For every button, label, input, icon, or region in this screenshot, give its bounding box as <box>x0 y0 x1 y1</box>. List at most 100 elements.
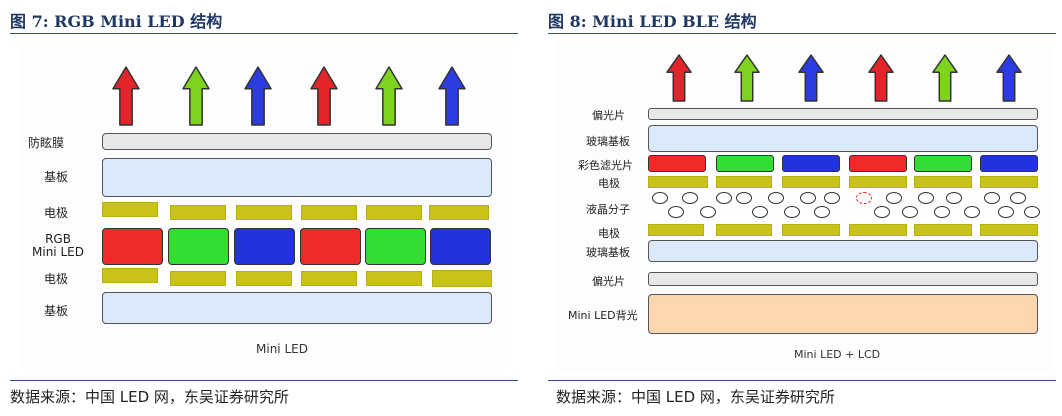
electrode-top-1 <box>170 205 226 220</box>
title-underline-right <box>548 33 1056 34</box>
caption-mini-led: Mini LED <box>256 342 308 356</box>
liquid-crystal-molecule <box>998 206 1014 218</box>
source-rule-left <box>10 380 518 381</box>
liquid-crystal-molecule <box>1024 206 1040 218</box>
liquid-crystal-molecule <box>1010 192 1026 204</box>
label-glass-top: 玻璃基板 <box>586 135 630 148</box>
color-filter-cell-1 <box>716 155 774 172</box>
electrode-right-top-2 <box>782 176 840 188</box>
rgb-led-chip-3 <box>300 228 361 265</box>
title-underline <box>10 33 518 34</box>
liquid-crystal-molecule <box>934 206 950 218</box>
source-rule-right <box>548 380 1056 381</box>
liquid-crystal-molecule <box>886 192 902 204</box>
liquid-crystal-molecule <box>800 192 816 204</box>
source-right: 数据来源：中国 LED 网，东吴证券研究所 <box>556 388 835 406</box>
up-arrow-right-0 <box>666 54 692 102</box>
rgb-mini-led-diagram: 防眩膜 基板 电极 RGB Mini LED 电极 基板 Mini LED <box>20 48 510 370</box>
rgb-led-chip-2 <box>234 228 295 265</box>
rgb-led-chip-0 <box>102 228 163 265</box>
label-polarizer-top: 偏光片 <box>592 109 625 122</box>
up-arrow-right-5 <box>996 54 1022 102</box>
liquid-crystal-molecule <box>856 192 872 204</box>
label-rgb-mini-led: RGB Mini LED <box>28 233 88 259</box>
anti-glare-film-layer <box>102 133 492 150</box>
electrode-bottom-0 <box>102 268 158 283</box>
up-arrow-1 <box>182 66 210 126</box>
electrode-top-5 <box>429 205 489 220</box>
electrode-bottom-4 <box>366 271 422 286</box>
electrode-top-4 <box>366 205 422 220</box>
electrode-right-top-5 <box>980 176 1038 188</box>
liquid-crystal-molecule <box>668 206 684 218</box>
electrode-right-bottom-3 <box>849 224 907 236</box>
up-arrow-right-3 <box>868 54 894 102</box>
color-filter-cell-0 <box>648 155 706 172</box>
electrode-bottom-5 <box>432 270 492 287</box>
figure-7-title: 图 7: RGB Mini LED 结构 <box>10 12 223 31</box>
label-rgb-line1: RGB <box>45 232 71 246</box>
rgb-led-chip-5 <box>430 228 491 265</box>
rgb-led-chip-4 <box>365 228 426 265</box>
color-filter-cell-3 <box>849 155 907 172</box>
up-arrow-5 <box>438 66 466 126</box>
substrate-top-layer <box>102 158 492 197</box>
label-liquid-crystal: 液晶分子 <box>586 203 630 216</box>
polarizer-bottom-layer <box>648 272 1038 286</box>
up-arrow-right-1 <box>734 54 760 102</box>
up-arrow-4 <box>375 66 403 126</box>
liquid-crystal-molecule <box>814 206 830 218</box>
figure-8-title: 图 8: Mini LED BLE 结构 <box>548 12 757 31</box>
label-electrode-bottom: 电极 <box>44 272 69 286</box>
liquid-crystal-molecule <box>946 192 962 204</box>
label-polarizer-bottom: 偏光片 <box>592 275 625 288</box>
substrate-bottom-layer <box>102 292 492 324</box>
rgb-led-chip-1 <box>168 228 229 265</box>
electrode-right-bottom-4 <box>914 224 972 236</box>
liquid-crystal-molecule <box>784 206 800 218</box>
color-filter-cell-5 <box>980 155 1038 172</box>
liquid-crystal-molecule <box>716 192 732 204</box>
up-arrow-2 <box>244 66 272 126</box>
glass-substrate-bottom-layer <box>648 240 1038 262</box>
label-electrode-bottom-right: 电极 <box>598 227 620 240</box>
label-mini-led-backlight: Mini LED背光 <box>568 309 638 322</box>
electrode-right-bottom-5 <box>980 224 1038 236</box>
electrode-top-2 <box>236 205 292 220</box>
liquid-crystal-molecule <box>984 192 1000 204</box>
label-anti-glare-film: 防眩膜 <box>28 136 65 150</box>
liquid-crystal-molecule <box>752 206 768 218</box>
liquid-crystal-molecule <box>824 192 840 204</box>
liquid-crystal-molecule <box>652 192 668 204</box>
glass-substrate-top-layer <box>648 125 1038 152</box>
polarizer-top-layer <box>648 108 1038 120</box>
electrode-top-3 <box>301 205 357 220</box>
liquid-crystal-molecule <box>874 206 890 218</box>
up-arrow-right-2 <box>798 54 824 102</box>
source-left: 数据来源：中国 LED 网，东吴证券研究所 <box>10 388 289 406</box>
label-electrode-top-right: 电极 <box>598 177 620 190</box>
mini-led-backlight-layer <box>648 294 1038 334</box>
electrode-right-bottom-0 <box>648 224 704 236</box>
up-arrow-3 <box>310 66 338 126</box>
electrode-bottom-1 <box>170 271 226 286</box>
liquid-crystal-molecule <box>736 192 752 204</box>
label-color-filter: 彩色滤光片 <box>578 159 633 172</box>
color-filter-cell-2 <box>782 155 840 172</box>
label-substrate-bottom: 基板 <box>44 304 69 318</box>
up-arrow-right-4 <box>932 54 958 102</box>
liquid-crystal-molecule <box>902 206 918 218</box>
electrode-right-top-3 <box>849 176 907 188</box>
electrode-top-0 <box>102 202 158 217</box>
electrode-right-bottom-2 <box>782 224 840 236</box>
liquid-crystal-molecule <box>918 192 934 204</box>
label-rgb-line2: Mini LED <box>32 245 84 259</box>
electrode-right-top-4 <box>914 176 972 188</box>
electrode-right-top-0 <box>648 176 708 188</box>
liquid-crystal-molecule <box>682 192 698 204</box>
electrode-right-top-1 <box>716 176 772 188</box>
label-substrate-top: 基板 <box>44 170 69 184</box>
label-glass-bottom: 玻璃基板 <box>586 246 630 259</box>
label-electrode-top: 电极 <box>44 206 69 220</box>
color-filter-cell-4 <box>914 155 972 172</box>
